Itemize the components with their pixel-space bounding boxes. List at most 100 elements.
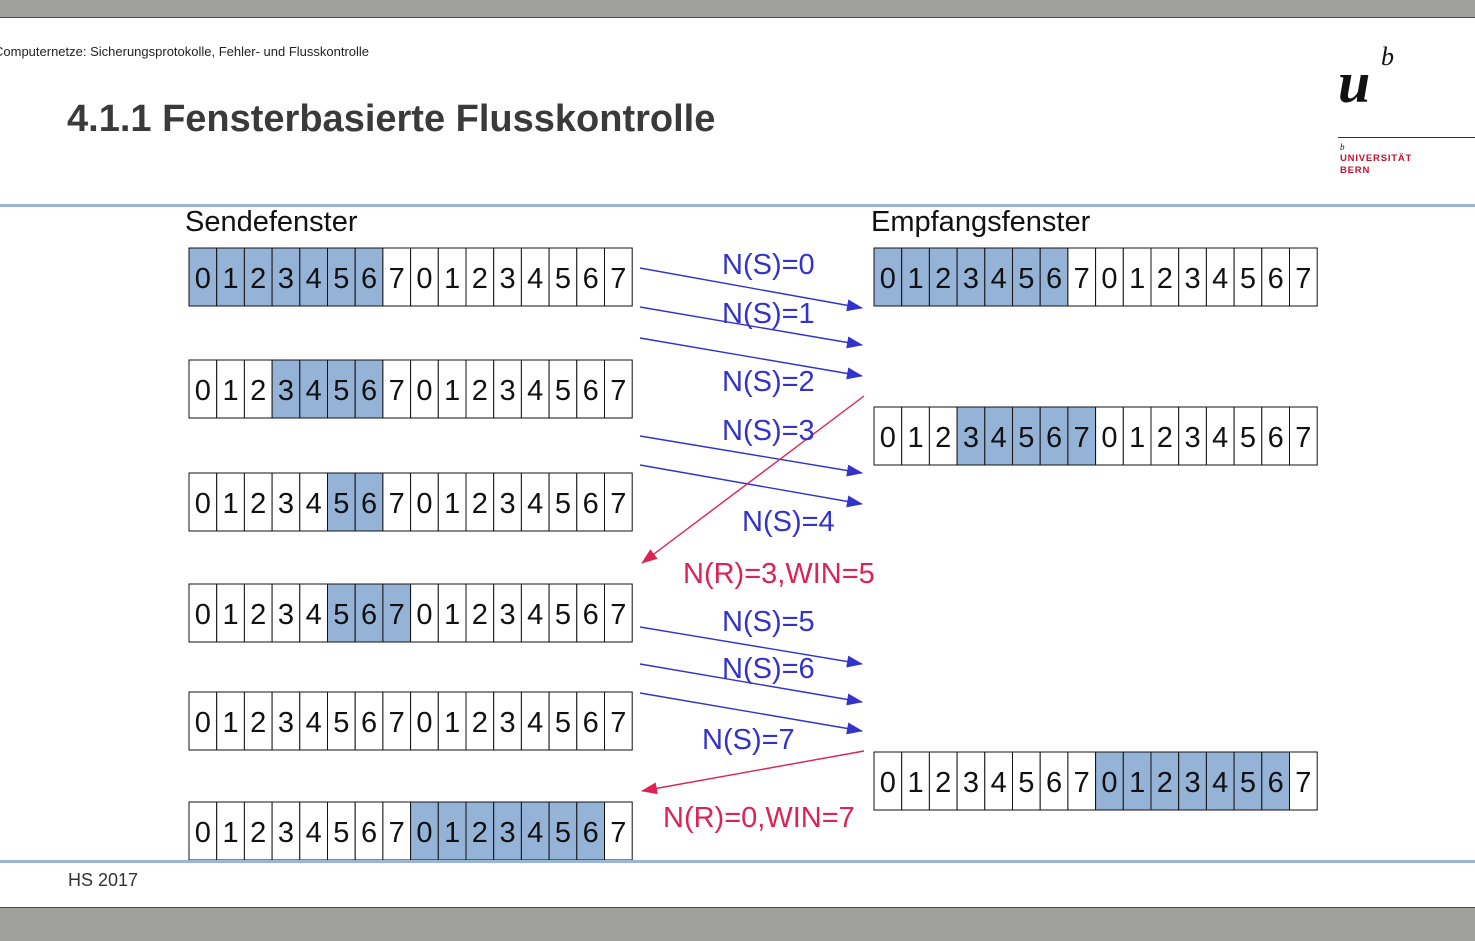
window-cell-number: 7 [610,707,626,739]
window-cell [243,359,273,419]
window-cell-number: 5 [555,375,571,407]
window-cell [928,406,958,466]
data-frame-arrows [639,267,863,735]
window-cell-number: 4 [1212,263,1228,295]
window-cell [928,751,958,811]
window-cell [327,247,356,307]
window-cell-number: 2 [935,263,951,295]
window-cell-number: 6 [583,599,599,631]
window-cell-number: 5 [1240,767,1256,799]
window-cell [216,691,245,751]
window-cell-number: 7 [389,263,405,295]
window-cell [216,472,245,532]
window-cell-number: 3 [499,375,515,407]
window-cell-number: 6 [583,817,599,849]
window-cell-number: 2 [250,375,266,407]
window-cell [604,801,633,861]
window-cell-number: 3 [278,488,294,520]
window-cell [1233,406,1263,466]
footer-semester: HS 2017 [68,870,139,890]
ack-arrow-1 [641,750,865,795]
window-cell-number: 4 [306,817,322,849]
window-cell-number: 1 [444,263,460,295]
window-cell-number: 2 [1157,263,1173,295]
window-cell-number: 1 [1129,767,1145,799]
window-cell-number: 5 [555,488,571,520]
window-cell-number: 4 [527,263,543,295]
window-cell [901,406,930,466]
frame-label-2: N(S)=2 [722,366,815,398]
logo-divider [1338,137,1475,138]
window-cell [243,472,273,532]
window-cell-number: 6 [361,488,377,520]
window-cell [1261,247,1291,307]
frame-label-4: N(S)=4 [742,506,835,538]
window-cell-number: 5 [1018,422,1034,454]
window-cell-number: 0 [195,817,211,849]
window-cell-number: 4 [527,707,543,739]
window-cell-number: 0 [880,767,896,799]
window-cell [1067,406,1097,466]
window-cell [410,247,439,307]
ack-label-1: N(R)=0,WIN=7 [663,802,855,834]
window-cell [216,801,245,861]
window-cell [1122,247,1152,307]
window-cell [465,359,495,419]
university-name: UNIVERSITÄT BERN [1340,153,1412,177]
window-cell-number: 5 [333,375,349,407]
window-cell [493,801,522,861]
university-logo-b: b [1381,42,1394,71]
window-cell [299,801,328,861]
window-cell-number: 2 [472,707,488,739]
window-cell [216,359,245,419]
receiver-window-label: Empfangsfenster [871,206,1091,238]
window-cell-number: 3 [963,263,979,295]
frame-label-5: N(S)=5 [722,606,815,638]
window-cell-number: 7 [389,488,405,520]
window-cell-number: 4 [306,263,322,295]
window-cell [493,583,522,643]
window-cell [901,247,930,307]
window-cell [1095,406,1124,466]
window-cell [410,801,439,861]
window-cell [1205,247,1235,307]
window-cell-number: 7 [389,817,405,849]
window-cell-number: 6 [583,263,599,295]
window-cell [1067,751,1097,811]
window-cell-number: 1 [444,375,460,407]
window-cell-number: 5 [333,263,349,295]
window-cell-number: 2 [935,767,951,799]
window-cell-number: 5 [333,488,349,520]
window-cell-number: 5 [1240,263,1256,295]
window-cell [354,583,384,643]
window-cell-number: 0 [416,488,432,520]
window-cell [354,472,384,532]
footer-rule [0,860,1475,863]
window-cell-number: 4 [527,599,543,631]
window-cell-number: 7 [389,707,405,739]
window-cell [956,751,986,811]
frame-arrow-7 [639,692,863,735]
window-cell-number: 5 [333,817,349,849]
window-cell-number: 6 [1046,422,1062,454]
window-cell-number: 0 [416,707,432,739]
window-cell-number: 1 [222,599,238,631]
window-cell-number: 3 [278,599,294,631]
window-cell-number: 4 [527,488,543,520]
window-cell-number: 2 [472,599,488,631]
window-cell-number: 4 [306,488,322,520]
window-cell [354,247,384,307]
window-cell-number: 1 [444,817,460,849]
window-cell [576,801,605,861]
window-cell-number: 1 [444,488,460,520]
frame-label-1: N(S)=1 [722,298,815,330]
window-cell-number: 1 [222,263,238,295]
window-cell-number: 6 [1268,767,1284,799]
window-cell-number: 0 [195,488,211,520]
frame-label-6: N(S)=6 [722,653,815,685]
window-cell-number: 6 [361,817,377,849]
window-cell-number: 6 [583,707,599,739]
frame-arrow-2 [639,337,863,380]
window-cell-number: 2 [935,422,951,454]
